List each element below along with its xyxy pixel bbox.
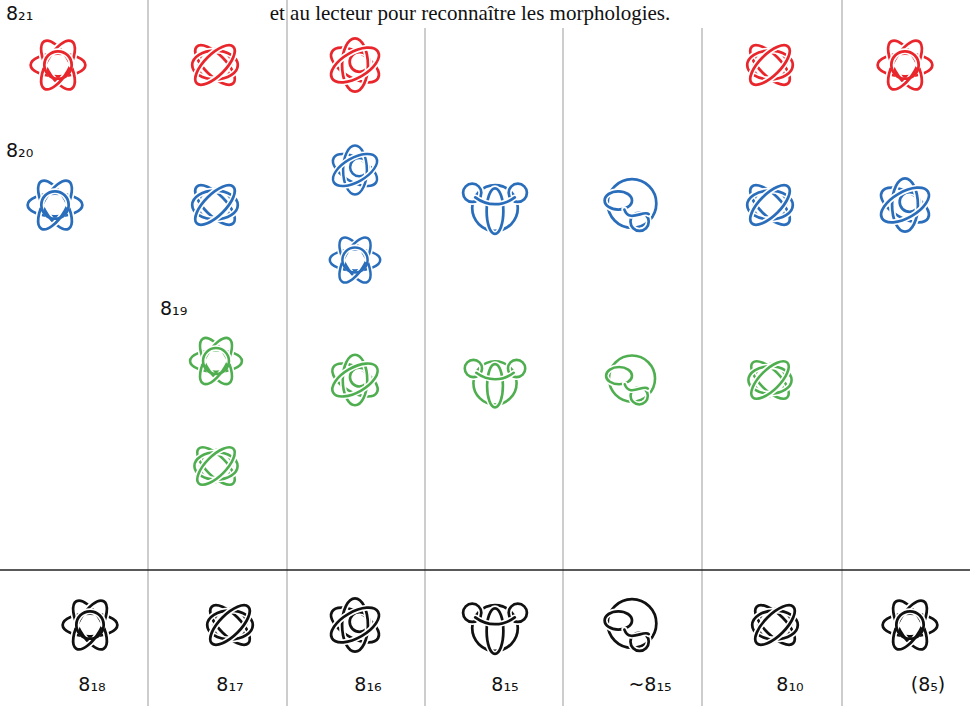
knot-drawing: [876, 178, 935, 231]
knot-name: 8₁₀: [776, 674, 803, 696]
column-dividers: [148, 0, 842, 706]
knot-drawing: [878, 36, 933, 95]
knot-drawing: [605, 179, 657, 231]
knot-drawing: [326, 38, 385, 91]
knot-drawing: [744, 39, 796, 91]
knot-drawing: [28, 176, 83, 235]
knot-drawing: [326, 598, 385, 651]
knot-drawing: [31, 36, 86, 95]
blue-knots: [28, 146, 935, 288]
knot-drawing: [463, 604, 527, 654]
knot-drawing: [465, 360, 525, 408]
red-knots: [31, 36, 933, 95]
black-knots: [63, 596, 938, 655]
green-knots: [190, 333, 794, 490]
knot-name: (8₅): [911, 674, 946, 696]
divider-line: [701, 28, 703, 706]
knot-drawing: [330, 233, 380, 287]
knot-name: 8₂₀: [6, 140, 33, 162]
knot-drawing: [463, 184, 527, 234]
caption-fragment: et au lecteur pour reconnaître les morph…: [270, 1, 671, 25]
divider-line: [286, 0, 288, 706]
knot-name: 8₁₉: [160, 298, 187, 320]
knot-drawing: [605, 599, 657, 651]
knot-drawing: [204, 599, 256, 651]
row-separator: [0, 569, 970, 571]
knot-drawing: [746, 356, 795, 405]
knot-drawing: [883, 596, 938, 655]
knot-name: ~8₁₅: [628, 674, 671, 696]
knot-drawing: [606, 356, 655, 405]
knot-name: 8₁₇: [216, 674, 243, 696]
knot-name: 8₁₈: [78, 674, 105, 696]
knot-drawing: [189, 179, 241, 231]
divider-line: [562, 28, 564, 706]
knot-drawing: [328, 146, 382, 195]
knot-drawing: [189, 39, 241, 91]
divider-line: [147, 0, 149, 706]
knot-drawing: [63, 596, 118, 655]
knot-name: 8₁₅: [491, 674, 518, 696]
divider-line: [841, 0, 843, 706]
knot-name: 8₂₁: [6, 3, 33, 25]
knot-name: 8₁₆: [354, 674, 381, 696]
knot-drawing: [192, 442, 241, 491]
knot-drawing: [190, 333, 242, 389]
knot-drawing: [744, 179, 796, 231]
knot-drawing: [327, 355, 383, 405]
knot-drawing: [749, 599, 801, 651]
divider-line: [424, 28, 426, 706]
